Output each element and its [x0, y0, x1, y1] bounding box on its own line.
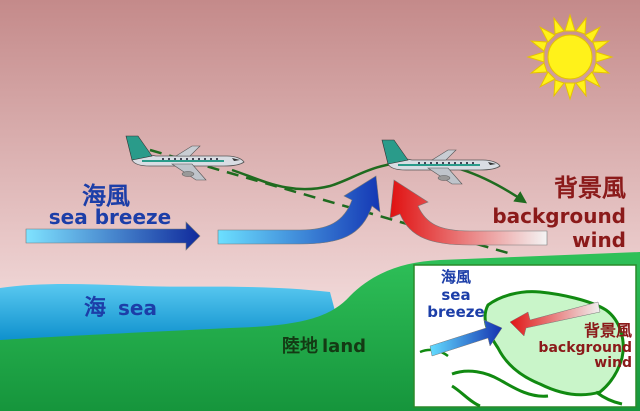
inset-sea-breeze-en-label-1: sea: [441, 286, 470, 304]
sea-breeze-zh-label: 海風: [82, 182, 130, 210]
inset-background-wind-arrow-icon: [509, 301, 601, 337]
inset-background-wind-en-label-2: wind: [594, 355, 632, 371]
sea-breeze-en-label: sea breeze: [49, 205, 171, 229]
sea-breeze-rising-arrow-icon: [217, 175, 381, 245]
inset-map: 海風 sea breeze 背景風 background wind: [413, 264, 637, 408]
background-wind-zh-label: 背景風: [554, 174, 626, 202]
background-wind-en-label-1: background: [492, 204, 626, 228]
background-wind-arrow-icon: [389, 179, 548, 246]
inset-background-wind-en-label-1: background: [538, 340, 632, 356]
sea-zh-label: 海: [84, 295, 106, 321]
land-zh-label: 陸地: [282, 335, 318, 357]
sun-icon: [526, 13, 614, 101]
background-wind-en-label-2: wind: [572, 228, 626, 252]
land-en-label: land: [322, 336, 366, 357]
inset-sea-breeze-en-label-2: breeze: [427, 303, 484, 321]
descent-path-line: [149, 148, 516, 257]
sea-breeze-arrow-icon: [25, 221, 201, 251]
flight-path-arrow: [231, 160, 528, 204]
inset-sea-breeze-arrow-icon: [429, 319, 503, 357]
inset-sea-breeze-zh-label: 海風: [441, 268, 471, 286]
inset-background-wind-zh-label: 背景風: [584, 321, 632, 340]
sea-en-label: sea: [118, 296, 157, 320]
